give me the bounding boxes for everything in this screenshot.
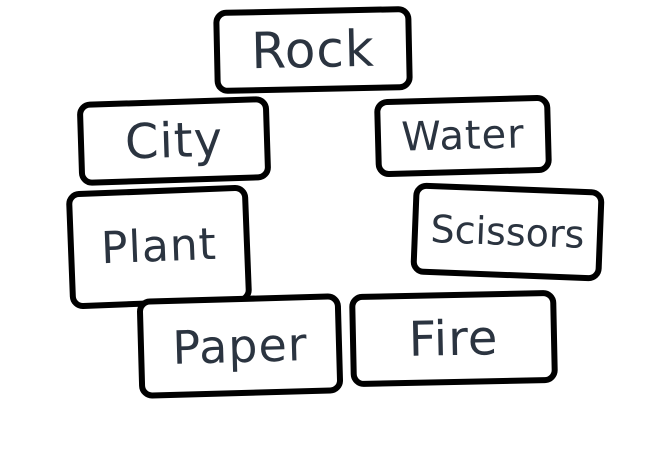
word-card-scissors[interactable]: Scissors — [410, 182, 605, 282]
word-card-plant[interactable]: Plant — [65, 184, 253, 310]
word-label-fire: Fire — [408, 309, 499, 368]
word-label-city: City — [124, 111, 224, 171]
word-label-plant: Plant — [100, 218, 218, 275]
word-card-rock[interactable]: Rock — [213, 5, 413, 95]
word-label-water: Water — [400, 111, 526, 161]
word-label-paper: Paper — [171, 317, 309, 375]
word-label-scissors: Scissors — [429, 207, 586, 257]
word-card-city[interactable]: City — [76, 96, 272, 186]
word-card-water[interactable]: Water — [374, 94, 552, 178]
word-label-rock: Rock — [250, 19, 376, 81]
word-card-paper[interactable]: Paper — [136, 293, 344, 399]
word-card-fire[interactable]: Fire — [349, 289, 558, 388]
